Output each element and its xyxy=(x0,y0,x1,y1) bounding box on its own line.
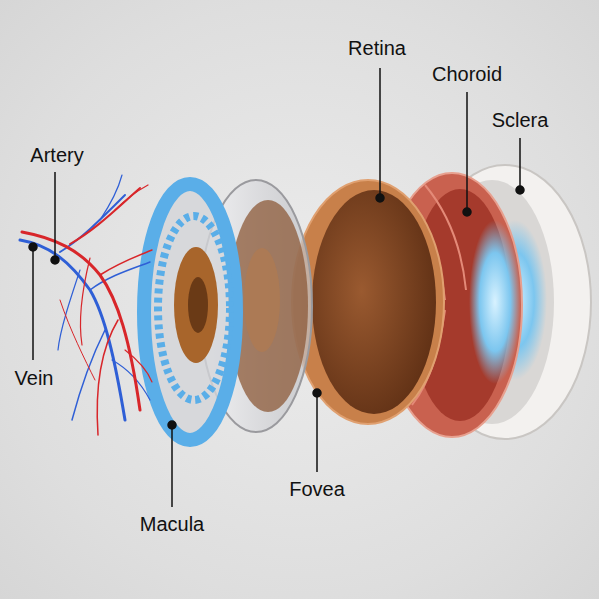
leader-line xyxy=(519,138,521,190)
vein-path xyxy=(112,360,150,400)
retina-layer xyxy=(292,180,444,424)
artery-path xyxy=(115,185,148,210)
leader-dot xyxy=(376,194,384,202)
leader-line xyxy=(316,393,318,472)
leader-line xyxy=(171,425,173,507)
vein-path xyxy=(20,240,125,420)
macula-layer xyxy=(144,184,236,440)
leader-dot xyxy=(463,208,471,216)
part-label: Macula xyxy=(140,512,204,536)
leader-line xyxy=(466,92,468,212)
ciliary-ring xyxy=(158,216,230,400)
leader-line xyxy=(32,247,34,360)
leader-dot xyxy=(516,186,524,194)
arteries xyxy=(22,185,152,435)
iris xyxy=(174,247,218,363)
leader-dot xyxy=(51,256,59,264)
artery-path xyxy=(60,300,95,380)
vein-path xyxy=(58,270,80,350)
leader-dot xyxy=(168,421,176,429)
part-label: Fovea xyxy=(289,477,345,501)
artery-path xyxy=(80,258,90,345)
macula-ring xyxy=(144,184,236,440)
pupil xyxy=(188,277,208,333)
artery-path xyxy=(125,350,152,382)
leader-dot xyxy=(29,243,37,251)
part-label: Choroid xyxy=(432,62,502,86)
retina-inner xyxy=(312,190,436,414)
part-label: Retina xyxy=(348,36,406,60)
artery-path xyxy=(100,250,152,275)
part-label: Artery xyxy=(30,143,83,167)
leader-line xyxy=(379,68,381,198)
leader-line xyxy=(54,172,56,260)
part-label: Vein xyxy=(15,366,54,390)
retina-shell xyxy=(292,180,444,424)
leader-lines xyxy=(29,68,524,507)
artery-path xyxy=(97,320,118,435)
part-label: Sclera xyxy=(492,108,549,132)
blood-vessels xyxy=(20,175,152,435)
glass-lens xyxy=(244,248,280,352)
choroid-glow xyxy=(469,220,521,384)
leader-dot xyxy=(313,389,321,397)
